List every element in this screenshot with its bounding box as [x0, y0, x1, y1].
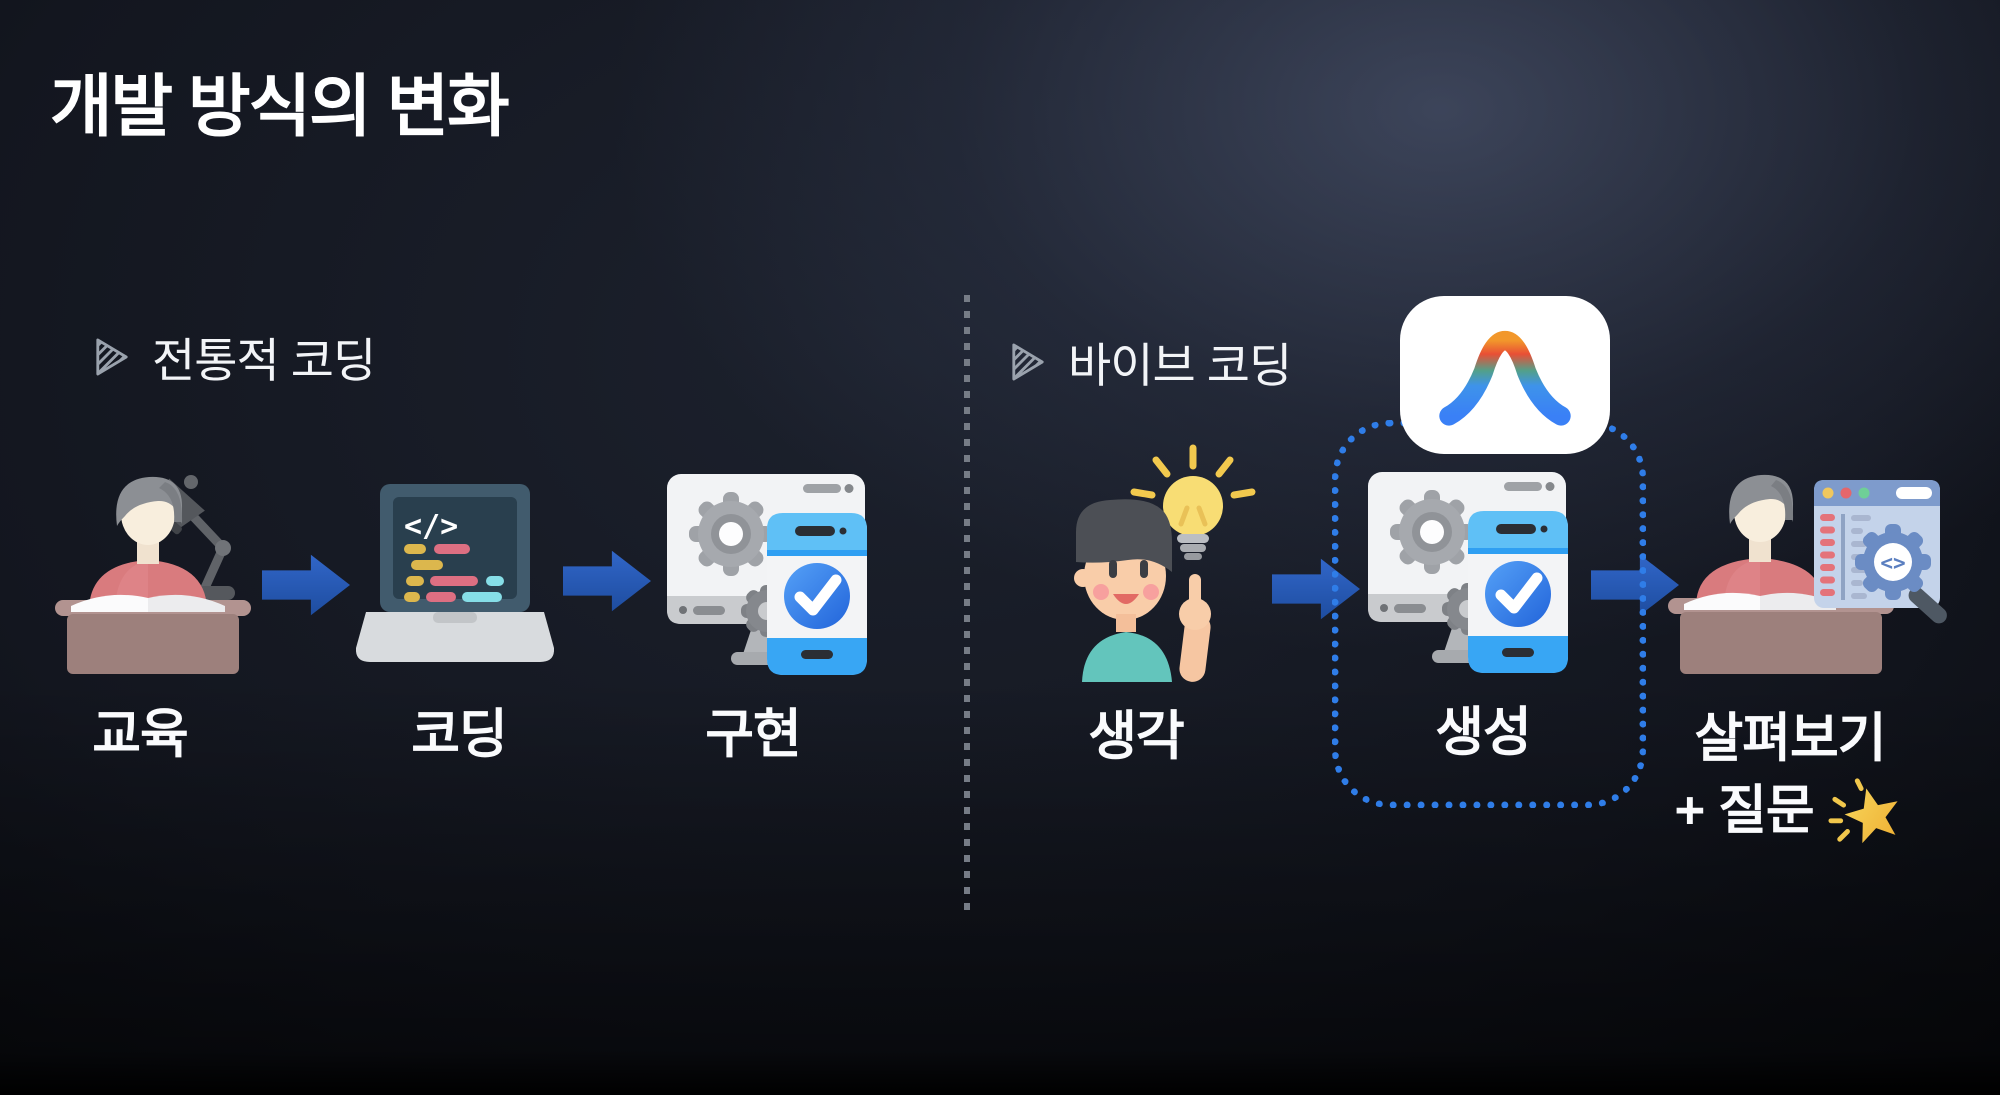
shirt — [1082, 632, 1172, 682]
person — [1074, 499, 1211, 682]
section-header-vibe: 바이브 코딩 — [1010, 327, 1292, 396]
review-label-line2: + 질문 — [1674, 781, 1814, 841]
desk-front — [1680, 612, 1882, 674]
check-mark — [794, 574, 842, 616]
play-triangle-icon — [96, 338, 128, 375]
check-mark — [1495, 572, 1543, 614]
person — [89, 476, 207, 608]
gear-code-glyph: <> — [1880, 551, 1905, 575]
person-idea-lightbulb-icon — [1074, 444, 1256, 682]
arrow-right-icon — [1591, 554, 1679, 616]
step-label-thinking: 생각 — [1088, 707, 1185, 766]
person-studying-at-desk-icon — [55, 475, 251, 674]
smile — [1113, 594, 1139, 604]
hair — [1076, 499, 1172, 572]
monitor-gears-phone-check-icon — [667, 474, 867, 675]
step-label-generation: 생성 — [1435, 703, 1532, 762]
gear-large — [689, 492, 773, 576]
magnifier-handle — [1908, 587, 1947, 624]
arrow-right-icon — [262, 554, 350, 616]
lightbulb — [1130, 444, 1256, 560]
browser-window: <> — [1814, 480, 1947, 624]
arc-gradient-app-icon — [1400, 296, 1610, 454]
pointing-hand — [1179, 574, 1211, 682]
section-header-traditional: 전통적 코딩 — [94, 322, 376, 391]
review-label-line1: 살펴보기 — [1694, 709, 1886, 768]
monitor-gears-phone-check-icon — [1368, 472, 1568, 673]
sparkle-star-icon — [1828, 778, 1898, 844]
bulb-rays — [1130, 444, 1256, 499]
gradient-arch-logo — [1439, 330, 1571, 426]
page-title: 개발 방식의 변화 — [50, 69, 510, 145]
text-lines — [1851, 515, 1871, 599]
list-items — [1820, 514, 1835, 596]
section-header-label: 바이브 코딩 — [1068, 339, 1292, 392]
desk-front — [67, 614, 239, 674]
step-label-coding: 코딩 — [411, 705, 508, 764]
open-book — [1684, 592, 1836, 610]
phone — [767, 513, 867, 675]
step-label-review: 살펴보기 + 질문 — [1630, 706, 1950, 850]
code-tag-glyph: </> — [404, 509, 458, 544]
person — [1696, 474, 1824, 604]
gear-large — [1390, 490, 1474, 574]
code-lines — [404, 544, 504, 602]
arrow-right-icon — [563, 550, 651, 612]
play-triangle-icon — [1012, 343, 1044, 380]
phone — [1468, 511, 1568, 673]
dotted-divider — [964, 295, 970, 913]
open-book — [71, 594, 225, 612]
laptop-base — [356, 612, 554, 662]
step-label-implementation: 구현 — [705, 705, 802, 764]
step-label-education: 교육 — [92, 705, 189, 764]
arrow-right-icon — [1272, 558, 1360, 620]
person-reviewing-browser-code-icon: <> — [1668, 474, 1947, 674]
laptop-code-icon: </> — [356, 484, 554, 662]
gear-code: <> — [1855, 524, 1931, 600]
section-header-label: 전통적 코딩 — [152, 334, 376, 387]
